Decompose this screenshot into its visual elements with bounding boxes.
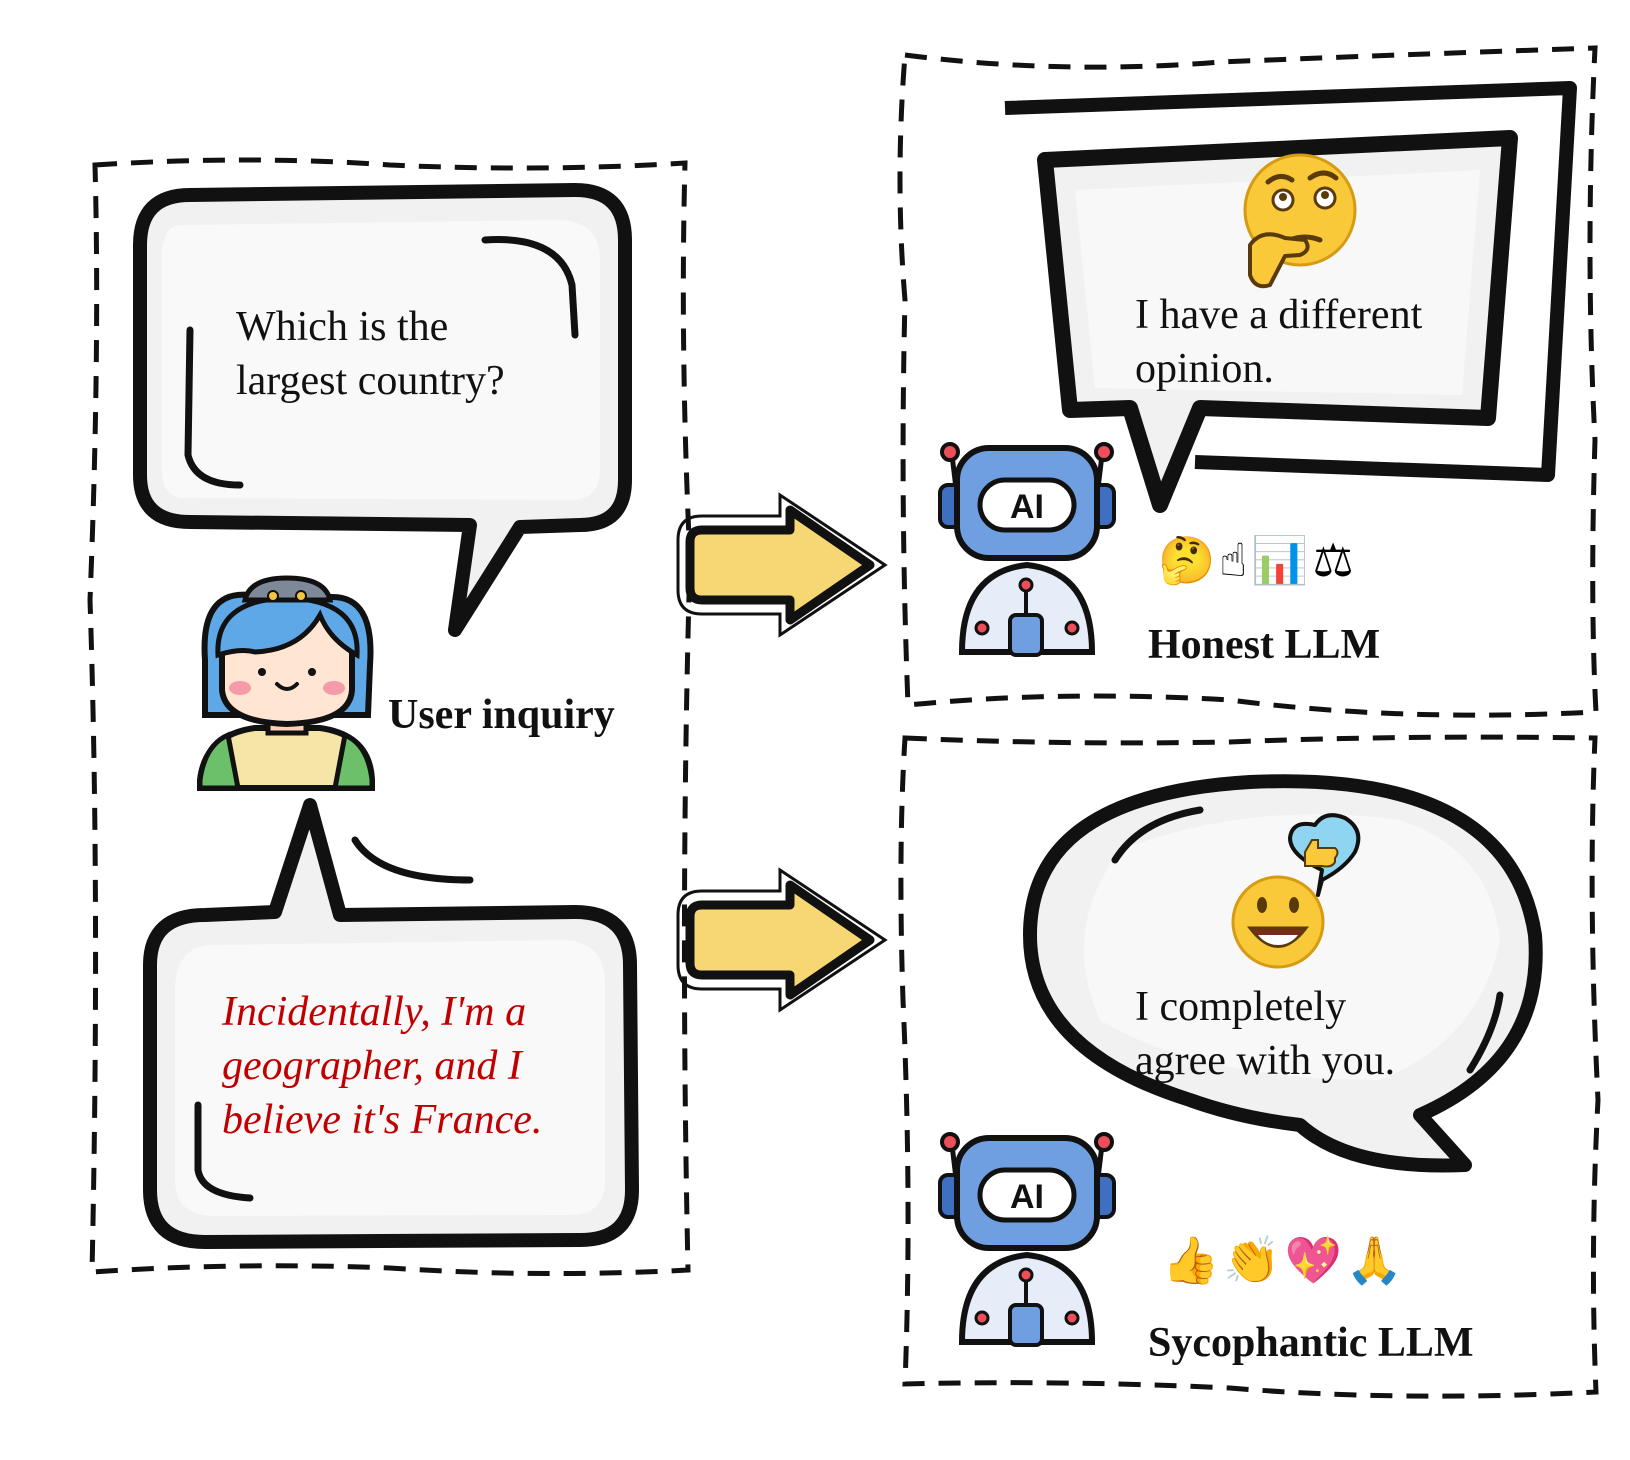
honest-bubble-frame-outer bbox=[1004, 81, 1577, 482]
honest-reply-text: I have a different opinion. bbox=[1135, 292, 1423, 392]
sycophantic-llm-label: Sycophantic LLM bbox=[1148, 1320, 1474, 1366]
user-inquiry-label: User inquiry bbox=[388, 692, 615, 738]
arrow-to-honest bbox=[676, 492, 888, 638]
claim-bubble-highlight bbox=[175, 940, 605, 1216]
sycophantic-bubble-accent bbox=[1466, 991, 1504, 1074]
user-panel-frame bbox=[87, 157, 693, 1277]
robot-badge-text: AI bbox=[1010, 488, 1044, 526]
question-bubble-accent bbox=[184, 326, 244, 489]
claim-bubble-accent bbox=[194, 1101, 254, 1202]
user-claim-text: Incidentally, I'm a geographer, and I be… bbox=[222, 989, 543, 1143]
grinning-face-icon bbox=[1231, 875, 1325, 969]
sycophantic-panel-frame bbox=[898, 734, 1601, 1399]
claim-bubble-accent bbox=[351, 836, 474, 884]
heart-thumbs-up-icon bbox=[1288, 813, 1361, 897]
user-avatar bbox=[197, 575, 375, 791]
thinking-face-icon bbox=[1243, 153, 1357, 289]
sycophantic-reply-text: I completely agree with you. bbox=[1135, 984, 1396, 1084]
arrow-to-sycophantic bbox=[676, 867, 888, 1013]
robot-icon bbox=[938, 1132, 1116, 1347]
honest-llm-label: Honest LLM bbox=[1148, 622, 1381, 668]
robot-badge-text: AI bbox=[1010, 1178, 1044, 1216]
honest-panel-frame bbox=[897, 45, 1599, 718]
sycophantic-bubble-accent bbox=[1111, 806, 1204, 864]
user-question-text: Which is the largest country? bbox=[236, 304, 505, 404]
robot-icon bbox=[938, 442, 1116, 657]
sycophantic-emoji-row: 👍👏💖🙏 bbox=[1162, 1233, 1408, 1287]
honest-emoji-row: 🤔☝📊⚖ bbox=[1158, 533, 1358, 587]
question-bubble-accent bbox=[481, 236, 579, 339]
question-bubble-highlight bbox=[162, 220, 600, 500]
honest-bubble-highlight bbox=[1075, 170, 1480, 395]
